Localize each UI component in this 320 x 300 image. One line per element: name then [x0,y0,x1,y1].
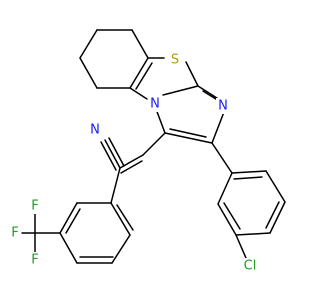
thiazole-ring [129,57,199,100]
atom-labels: S N N N Cl F F F [9,52,260,274]
fluorine-atom-bottom: F [31,253,38,268]
trifluoromethylphenyl-ring [21,167,134,264]
molecule-structure: S N N N Cl F F F [9,29,286,274]
imidazole-nitrogen-atom: N [218,99,228,114]
fluorine-atom-top: F [31,199,38,214]
cyclohexane-ring [79,29,149,89]
fused-nitrogen-atom: N [150,97,160,112]
chlorophenyl-ring [211,142,286,259]
chlorine-atom: Cl [244,259,257,274]
fluorine-atom-left: F [11,226,18,241]
acrylonitrile-linker [100,132,166,174]
sulfur-atom: S [171,53,179,68]
imidazole-ring [155,85,225,144]
nitrile-nitrogen-atom: N [90,123,100,138]
